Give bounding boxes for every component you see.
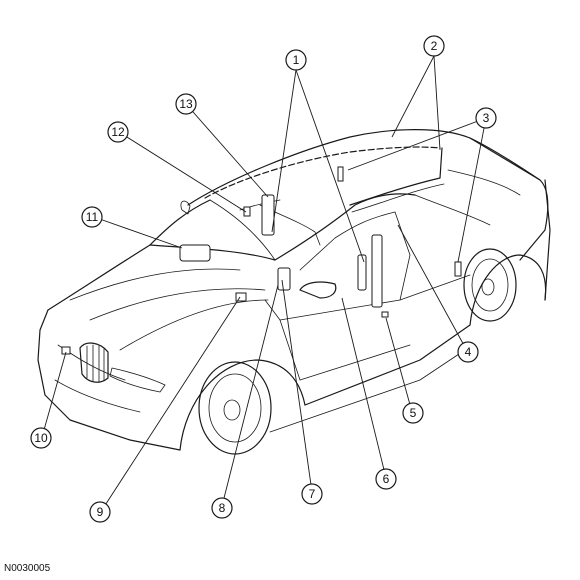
callout-1: 1 — [285, 49, 307, 71]
callout-7: 7 — [301, 483, 323, 505]
callout-8-label: 8 — [219, 501, 226, 515]
callout-6: 6 — [375, 468, 397, 490]
callout-9-label: 9 — [97, 505, 104, 519]
callout-5: 5 — [402, 402, 424, 424]
callout-13: 13 — [175, 93, 197, 115]
callout-5-label: 5 — [410, 406, 417, 420]
callout-2: 2 — [423, 35, 445, 57]
callout-4-label: 4 — [465, 345, 472, 359]
callout-10-label: 10 — [34, 431, 48, 445]
leader-lines — [41, 55, 487, 511]
figure-code: N0030005 — [4, 563, 51, 574]
callout-3: 3 — [475, 107, 497, 129]
callout-8: 8 — [211, 497, 233, 519]
callout-13-label: 13 — [179, 97, 193, 111]
callout-1-label: 1 — [293, 53, 300, 67]
airbag-harness — [204, 146, 445, 246]
callout-11: 11 — [81, 206, 103, 228]
callout-6-label: 6 — [383, 472, 390, 486]
components — [61, 166, 462, 355]
callout-12: 12 — [107, 121, 129, 143]
car-outline — [37, 129, 551, 455]
callout-3-label: 3 — [483, 111, 490, 125]
callout-9: 9 — [89, 501, 111, 523]
callout-2-label: 2 — [431, 39, 438, 53]
callout-11-label: 11 — [86, 210, 99, 224]
callout-7-label: 7 — [309, 487, 316, 501]
callout-4: 4 — [457, 341, 479, 363]
callout-12-label: 12 — [111, 125, 125, 139]
callout-10: 10 — [30, 427, 52, 449]
